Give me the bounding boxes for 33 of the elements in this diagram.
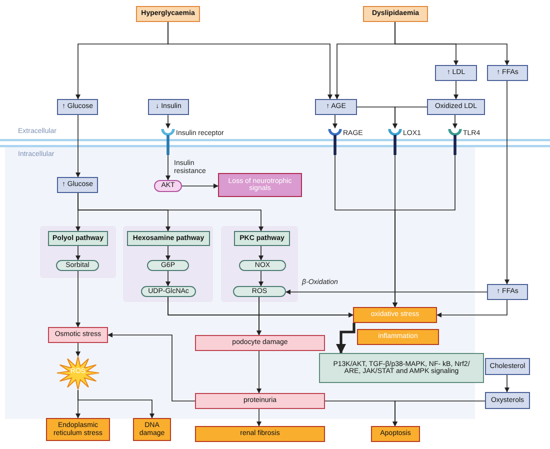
arrow xyxy=(166,270,170,286)
pathway-panel xyxy=(221,226,298,302)
arrow xyxy=(336,323,356,354)
arrow xyxy=(76,114,80,178)
arrow xyxy=(332,114,338,128)
arrow xyxy=(286,290,488,294)
arrow xyxy=(78,192,264,232)
arrow xyxy=(166,114,170,128)
arrow xyxy=(256,408,262,426)
arrow xyxy=(258,270,264,286)
arrow xyxy=(76,270,80,328)
arrow xyxy=(76,246,80,260)
arrow xyxy=(78,390,154,418)
pathway-panel xyxy=(40,226,116,278)
arrow xyxy=(504,80,510,284)
arrow xyxy=(452,114,458,128)
arrow xyxy=(108,332,196,402)
arrow xyxy=(168,22,332,100)
pathway-panel xyxy=(123,226,213,302)
arrow xyxy=(436,300,508,318)
arrow xyxy=(166,246,170,260)
arrow xyxy=(166,154,170,180)
arrow xyxy=(182,184,218,188)
arrow xyxy=(256,350,262,394)
arrow xyxy=(392,106,428,128)
arrow xyxy=(258,296,354,318)
arrow xyxy=(394,22,510,66)
arrow xyxy=(392,154,456,308)
arrow xyxy=(504,374,510,392)
arrow xyxy=(258,246,264,260)
arrow xyxy=(76,342,80,356)
arrow xyxy=(392,400,486,426)
arrow xyxy=(454,80,458,100)
